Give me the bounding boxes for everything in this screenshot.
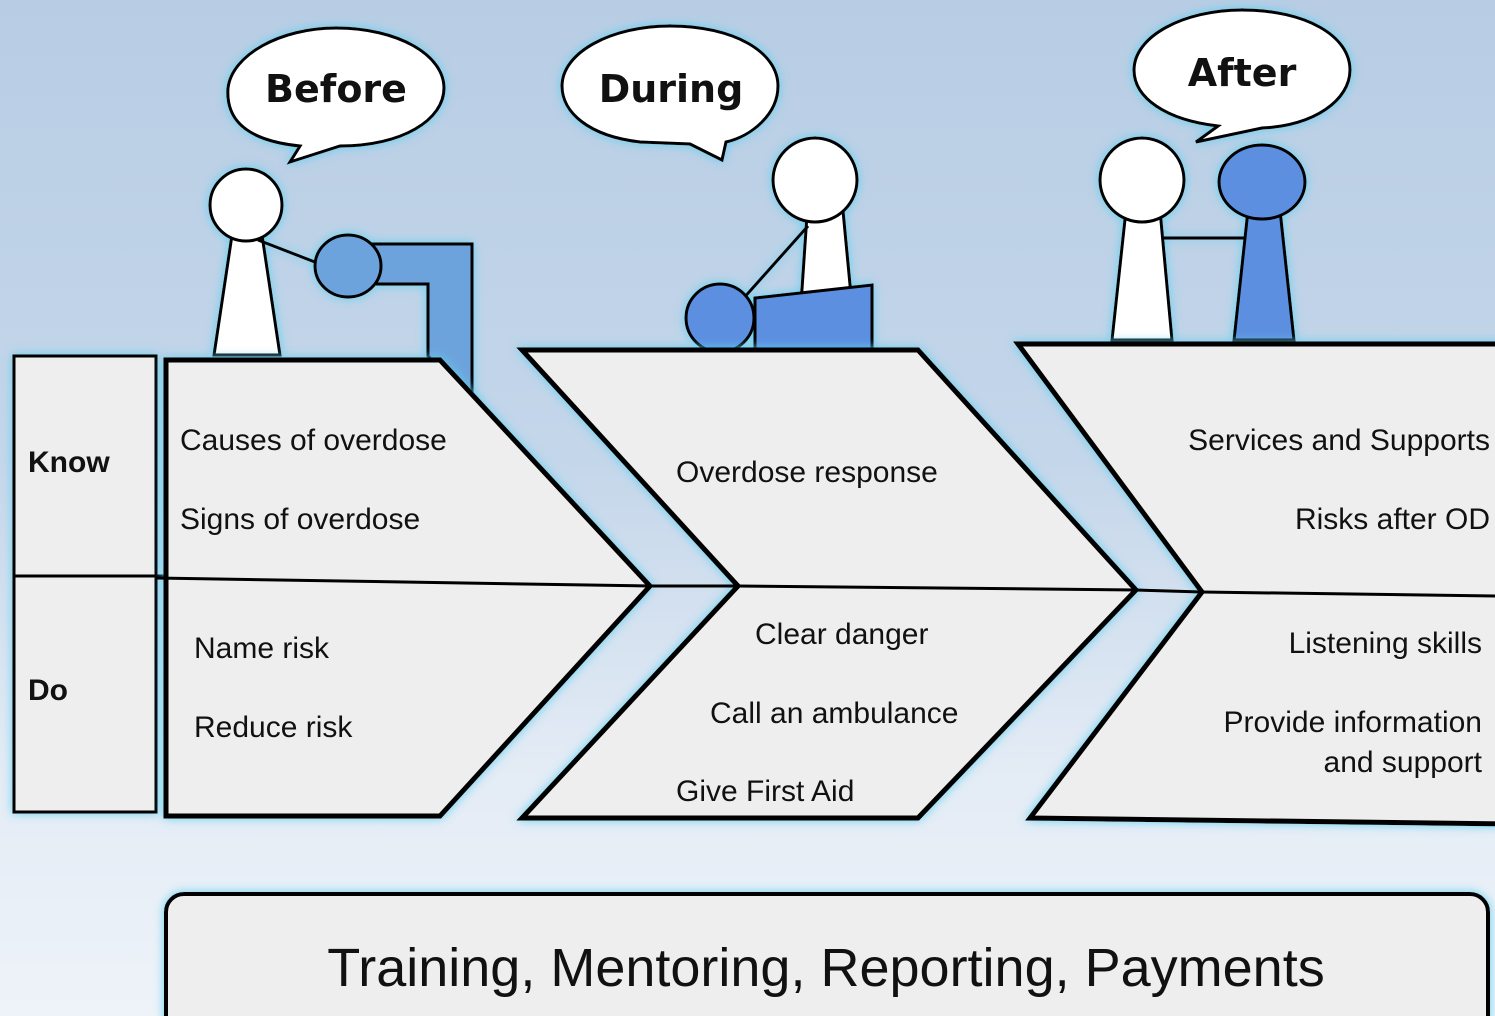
know-do-divider xyxy=(155,576,1495,598)
phase-title-during: During xyxy=(599,67,744,111)
after-do-item: Provide information xyxy=(1224,706,1482,739)
patient-head xyxy=(684,282,756,354)
before-panel xyxy=(163,357,654,819)
speech-bubble-before xyxy=(226,26,446,165)
before-know-item: Causes of overdose xyxy=(180,424,447,457)
after-know-item: Risks after OD xyxy=(1295,503,1490,536)
during-do-item: Call an ambulance xyxy=(710,697,958,730)
supporter-head xyxy=(1098,136,1186,224)
row-label-do: Do xyxy=(28,674,68,707)
after-do-item: Listening skills xyxy=(1289,627,1482,660)
footer-text: Training, Mentoring, Reporting, Payments xyxy=(327,938,1324,998)
during-do-item: Give First Aid xyxy=(676,775,854,808)
during-know-item: Overdose response xyxy=(676,456,938,489)
after-figures xyxy=(1098,136,1307,342)
row-label-column xyxy=(12,354,158,814)
after-panel xyxy=(1013,341,1495,827)
speech-bubble-after xyxy=(1132,8,1352,144)
responder-head xyxy=(771,136,859,224)
row-label-know: Know xyxy=(28,446,110,479)
patient-body xyxy=(753,283,874,352)
footer-box xyxy=(164,892,1490,1016)
before-do-item: Name risk xyxy=(194,632,330,665)
during-do-item: Clear danger xyxy=(755,618,928,651)
supporter-body xyxy=(1110,208,1174,342)
person-at-risk-head xyxy=(313,233,383,299)
before-do-item: Reduce risk xyxy=(194,711,353,744)
during-figures xyxy=(684,136,874,354)
survivor-head xyxy=(1217,143,1307,221)
after-do-item: and support xyxy=(1324,746,1483,779)
after-know-item: Services and Supports xyxy=(1188,424,1490,457)
helper-body xyxy=(212,233,282,357)
phase-title-before: Before xyxy=(265,67,407,111)
phase-title-after: After xyxy=(1188,51,1297,95)
survivor-body xyxy=(1232,208,1296,342)
helper-head xyxy=(208,167,284,243)
speech-bubble-during xyxy=(560,24,780,163)
before-know-item: Signs of overdose xyxy=(180,503,420,536)
